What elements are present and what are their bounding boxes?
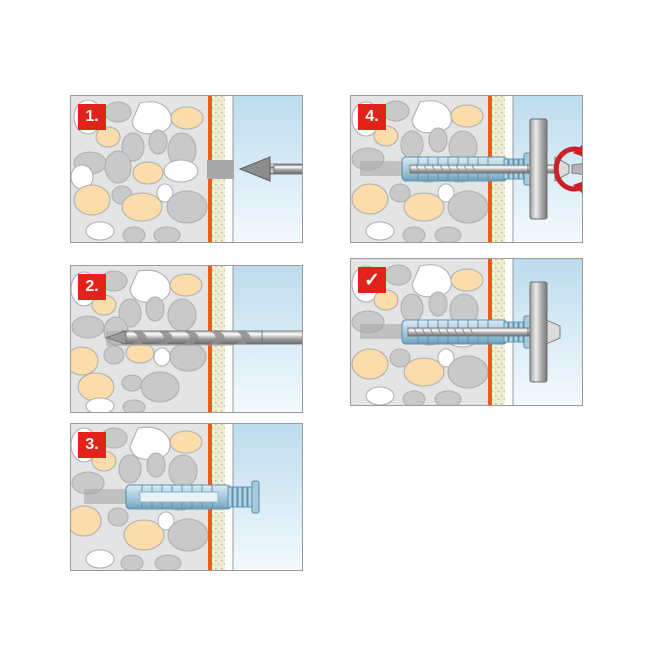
tile-drill-bit xyxy=(238,156,303,182)
plug-flange xyxy=(251,480,260,514)
panel-step-3: 3. xyxy=(70,423,303,571)
panel-step-5: ✓ xyxy=(350,258,583,406)
step-badge-label: 3. xyxy=(85,436,99,453)
rotation-arrow-icon xyxy=(553,145,583,193)
step-badge: 1. xyxy=(78,104,106,130)
step-badge-label: 2. xyxy=(85,278,99,295)
step-badge: 4. xyxy=(358,104,386,130)
step-badge-label: 1. xyxy=(85,108,99,125)
panel-step-1-graphic xyxy=(70,95,303,243)
mounting-bracket xyxy=(529,281,548,383)
panel-step-1: 1. xyxy=(70,95,303,243)
step-badge: 2. xyxy=(78,274,106,300)
step-badge-label: 4. xyxy=(365,108,379,125)
step-badge: 3. xyxy=(78,432,106,458)
panel-step-4-graphic xyxy=(350,95,583,243)
step-badge: ✓ xyxy=(358,267,386,293)
panel-step-4: 4. xyxy=(350,95,583,243)
screwdriver-bit xyxy=(571,163,583,175)
twist-drill-bit xyxy=(104,330,303,345)
panel-step-2: 2. xyxy=(70,265,303,413)
mounting-bracket xyxy=(529,118,548,220)
check-icon: ✓ xyxy=(364,269,380,291)
wall-plug xyxy=(125,480,260,514)
